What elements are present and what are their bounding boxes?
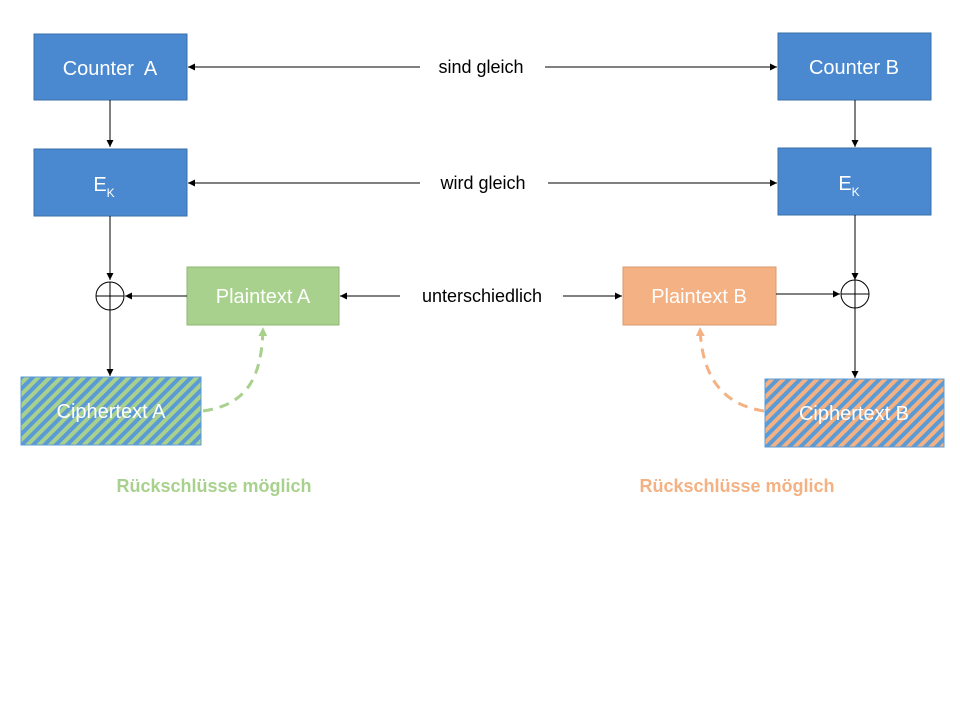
plaintext-a-node: Plaintext A (186, 266, 340, 326)
inference-arrow-a (202, 327, 268, 413)
ek-a-sub: K (107, 186, 115, 200)
inference-arrow-b (695, 327, 765, 413)
label-unterschiedlich: unterschiedlich (422, 286, 542, 306)
ciphertext-a-node: Ciphertext A (20, 376, 202, 446)
counter-a-label: Counter A (63, 58, 158, 80)
xor-b-symbol (840, 279, 870, 309)
plaintext-b-node: Plaintext B (622, 266, 777, 326)
counter-a-node: Counter A (33, 33, 188, 101)
ek-b-node: EK (777, 147, 932, 216)
caption-right: Rückschlüsse möglich (639, 476, 834, 496)
ek-a-node: EK (33, 148, 188, 217)
ek-a-main: E (93, 174, 106, 196)
ek-b-sub: K (852, 185, 860, 199)
ek-b-label: EK (838, 173, 859, 199)
ciphertext-b-label: Ciphertext B (799, 403, 909, 425)
ciphertext-a-label: Ciphertext A (57, 401, 167, 423)
counter-b-label: Counter B (809, 57, 899, 79)
label-wird-gleich: wird gleich (439, 173, 525, 193)
ek-a-label: EK (93, 174, 114, 200)
xor-a-symbol (95, 281, 125, 311)
label-sind-gleich: sind gleich (438, 57, 523, 77)
plaintext-b-label: Plaintext B (651, 286, 747, 308)
ciphertext-b-node: Ciphertext B (764, 378, 945, 448)
plaintext-a-label: Plaintext A (216, 286, 311, 308)
counter-b-node: Counter B (777, 32, 932, 101)
ek-b-main: E (838, 173, 851, 195)
caption-left: Rückschlüsse möglich (116, 476, 311, 496)
